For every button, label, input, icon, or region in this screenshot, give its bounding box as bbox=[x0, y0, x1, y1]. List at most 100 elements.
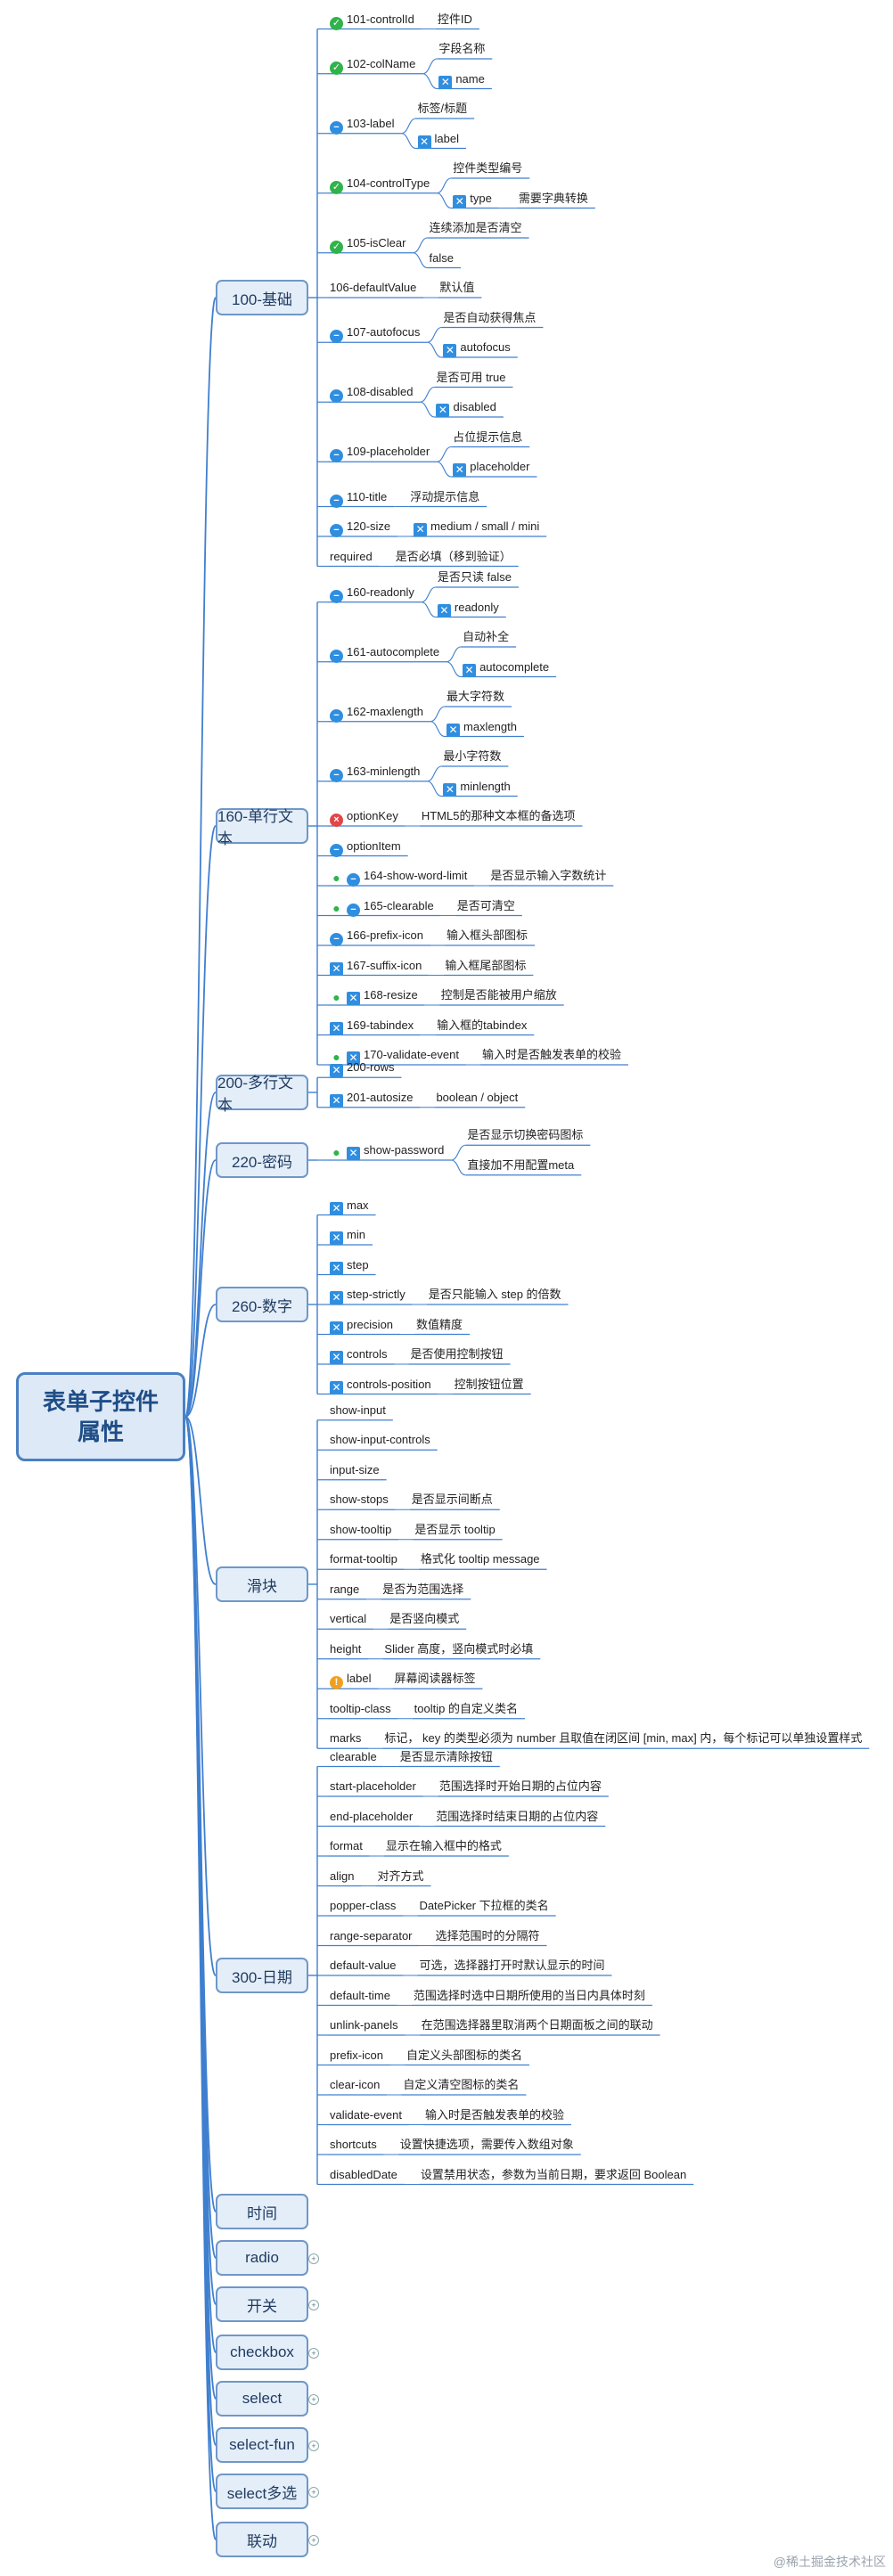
detail-node[interactable]: 控件ID bbox=[436, 12, 474, 27]
detail-node[interactable]: ✕autofocus bbox=[441, 340, 512, 357]
item-node[interactable]: range bbox=[328, 1582, 361, 1597]
root-node[interactable]: 表单子控件 属性 bbox=[16, 1372, 185, 1461]
detail-node[interactable]: 控件类型编号 bbox=[451, 161, 524, 176]
detail-node[interactable]: 是否自动获得焦点 bbox=[441, 311, 537, 325]
item-node[interactable]: vertical bbox=[328, 1612, 368, 1626]
item-node[interactable]: disabledDate bbox=[328, 2168, 399, 2182]
item-node[interactable]: ✕step-strictly bbox=[328, 1288, 407, 1304]
detail-node[interactable]: 输入时是否触发表单的校验 bbox=[423, 2108, 566, 2122]
item-node[interactable]: range-separator bbox=[328, 1929, 414, 1943]
item-node[interactable]: ●−165-clearable bbox=[328, 899, 436, 917]
expand-icon[interactable]: + bbox=[308, 2487, 319, 2498]
item-node[interactable]: −110-title bbox=[328, 490, 389, 508]
item-node[interactable]: end-placeholder bbox=[328, 1810, 414, 1824]
item-node[interactable]: ✕controls bbox=[328, 1347, 389, 1364]
category-node[interactable]: 220-密码 bbox=[216, 1142, 308, 1178]
detail-node[interactable]: 设置禁用状态，参数为当前日期，要求返回 Boolean bbox=[419, 2168, 688, 2182]
detail-node[interactable]: 连续添加是否清空 bbox=[427, 221, 523, 235]
category-node[interactable]: 时间 bbox=[216, 2194, 308, 2229]
detail-node[interactable]: 最小字符数 bbox=[441, 749, 503, 764]
item-node[interactable]: −161-autocomplete bbox=[328, 645, 441, 663]
detail-node[interactable]: false bbox=[427, 251, 455, 266]
detail-node[interactable]: 是否显示 tooltip bbox=[413, 1523, 496, 1537]
item-node[interactable]: −optionItem bbox=[328, 839, 403, 857]
category-node[interactable]: checkbox+ bbox=[216, 2335, 319, 2370]
detail-node[interactable]: 字段名称 bbox=[437, 42, 487, 56]
detail-node[interactable]: 是否只能输入 step 的倍数 bbox=[427, 1288, 563, 1302]
item-node[interactable]: ●✕show-password bbox=[328, 1143, 446, 1160]
item-node[interactable]: start-placeholder bbox=[328, 1779, 418, 1794]
detail-node[interactable]: 自定义头部图标的类名 bbox=[405, 2049, 524, 2063]
item-node[interactable]: ●−164-show-word-limit bbox=[328, 869, 469, 887]
item-node[interactable]: ✓105-isClear bbox=[328, 236, 407, 254]
item-node[interactable]: show-tooltip bbox=[328, 1523, 393, 1537]
category-node[interactable]: select多选+ bbox=[216, 2474, 319, 2509]
category-node[interactable]: 260-数字 bbox=[216, 1287, 308, 1322]
item-node[interactable]: ●✕170-validate-event bbox=[328, 1048, 461, 1065]
category-node[interactable]: select+ bbox=[216, 2381, 319, 2417]
detail-node[interactable]: 是否可清空 bbox=[455, 899, 517, 913]
item-node[interactable]: ✕step bbox=[328, 1258, 371, 1275]
item-node[interactable]: −120-size bbox=[328, 519, 392, 537]
detail-node[interactable]: ✕placeholder bbox=[451, 460, 531, 477]
item-node[interactable]: !label bbox=[328, 1672, 373, 1690]
category-node[interactable]: select-fun+ bbox=[216, 2427, 319, 2463]
item-node[interactable]: validate-event bbox=[328, 2108, 404, 2122]
item-node[interactable]: ✕167-suffix-icon bbox=[328, 959, 423, 976]
item-node[interactable]: clear-icon bbox=[328, 2078, 381, 2092]
detail-node[interactable]: 选择范围时的分隔符 bbox=[434, 1929, 542, 1943]
category-node[interactable]: 300-日期 bbox=[216, 1958, 308, 1993]
detail-node[interactable]: 设置快捷选项，需要传入数组对象 bbox=[398, 2138, 576, 2152]
item-node[interactable]: ✕169-tabindex bbox=[328, 1018, 415, 1035]
detail-node[interactable]: ✕autocomplete bbox=[461, 660, 551, 677]
detail-node[interactable]: 范围选择时选中日期所使用的当日内具体时刻 bbox=[412, 1989, 647, 2003]
item-node[interactable]: marks bbox=[328, 1731, 363, 1746]
detail-node[interactable]: ✕type bbox=[451, 192, 494, 209]
expand-icon[interactable]: + bbox=[308, 2441, 319, 2451]
detail-node[interactable]: 控制是否能被用户缩放 bbox=[439, 988, 559, 1002]
item-node[interactable]: default-time bbox=[328, 1989, 392, 2003]
detail-node[interactable]: tooltip 的自定义类名 bbox=[413, 1702, 520, 1716]
detail-node[interactable]: 是否只读 false bbox=[436, 570, 513, 585]
detail-node[interactable]: 在范围选择器里取消两个日期面板之间的联动 bbox=[420, 2018, 655, 2032]
detail-node[interactable]: HTML5的那种文本框的备选项 bbox=[420, 809, 578, 823]
detail-node[interactable]: 是否可用 true bbox=[434, 371, 507, 385]
detail-node[interactable]: 是否显示输入字数统计 bbox=[488, 869, 608, 883]
item-node[interactable]: ×optionKey bbox=[328, 809, 400, 827]
detail-node[interactable]: 自定义清空图标的类名 bbox=[401, 2078, 520, 2092]
item-node[interactable]: format bbox=[328, 1839, 365, 1853]
item-node[interactable]: show-input bbox=[328, 1403, 388, 1418]
item-node[interactable]: show-stops bbox=[328, 1492, 390, 1507]
item-node[interactable]: ●✕168-resize bbox=[328, 988, 420, 1005]
expand-icon[interactable]: + bbox=[308, 2253, 319, 2264]
expand-icon[interactable]: + bbox=[308, 2348, 319, 2359]
detail-node[interactable]: 输入框头部图标 bbox=[445, 928, 529, 943]
detail-node[interactable]: 是否必填（移到验证） bbox=[394, 550, 513, 564]
item-node[interactable]: ✕controls-position bbox=[328, 1378, 433, 1394]
expand-icon[interactable]: + bbox=[308, 2535, 319, 2546]
detail-node[interactable]: 是否使用控制按钮 bbox=[409, 1347, 505, 1362]
item-node[interactable]: −166-prefix-icon bbox=[328, 928, 425, 946]
item-node[interactable]: height bbox=[328, 1642, 363, 1656]
detail-node[interactable]: ✕minlength bbox=[441, 780, 512, 797]
item-node[interactable]: ✕max bbox=[328, 1198, 371, 1215]
item-node[interactable]: show-input-controls bbox=[328, 1433, 432, 1447]
detail-node[interactable]: 标签/标题 bbox=[416, 102, 470, 116]
category-node[interactable]: 160-单行文本 bbox=[216, 808, 308, 847]
detail-node[interactable]: 控制按钮位置 bbox=[453, 1378, 526, 1392]
category-node[interactable]: radio+ bbox=[216, 2240, 319, 2276]
detail-node[interactable]: 默认值 bbox=[438, 281, 476, 295]
detail-node[interactable]: 需要字典转换 bbox=[517, 192, 590, 206]
item-node[interactable]: unlink-panels bbox=[328, 2018, 400, 2032]
item-node[interactable]: ✓104-controlType bbox=[328, 176, 431, 194]
detail-node[interactable]: ✕medium / small / mini bbox=[412, 519, 541, 536]
detail-node[interactable]: 是否显示间断点 bbox=[410, 1492, 495, 1507]
expand-icon[interactable]: + bbox=[308, 2300, 319, 2310]
item-node[interactable]: clearable bbox=[328, 1750, 379, 1764]
item-node[interactable]: popper-class bbox=[328, 1899, 397, 1913]
detail-node[interactable]: 输入框尾部图标 bbox=[443, 959, 528, 973]
detail-node[interactable]: 是否显示切换密码图标 bbox=[465, 1128, 585, 1142]
item-node[interactable]: −109-placeholder bbox=[328, 445, 431, 463]
detail-node[interactable]: DatePicker 下拉框的类名 bbox=[417, 1899, 550, 1913]
item-node[interactable]: prefix-icon bbox=[328, 2049, 385, 2063]
